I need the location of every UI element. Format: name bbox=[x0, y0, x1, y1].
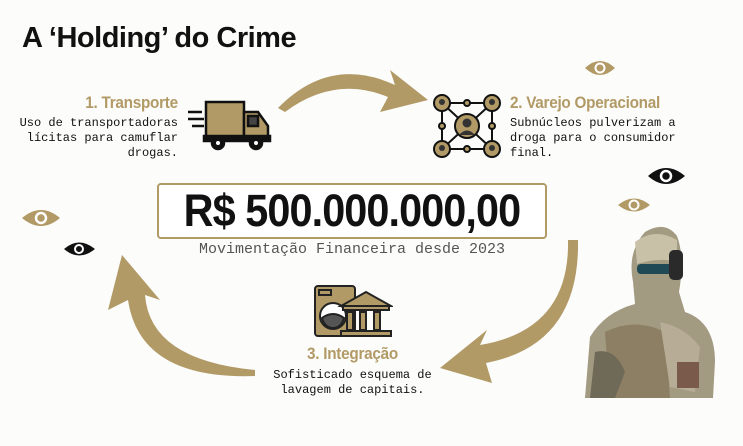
eye-icon bbox=[64, 242, 95, 256]
amount-caption: Movimentação Financeira desde 2023 bbox=[198, 241, 506, 258]
amount-box: R$ 500.000.000,00 bbox=[157, 183, 547, 239]
desc-line: Sofisticado esquema de bbox=[273, 368, 432, 382]
step-integration-title: 3. Integração bbox=[307, 344, 398, 363]
step-retail-description: Subnúcleos pulverizam a droga para o con… bbox=[510, 116, 710, 161]
laundry-bank-icon bbox=[314, 285, 393, 337]
desc-line: Subnúcleos pulverizam a bbox=[510, 116, 676, 130]
desc-line: drogas. bbox=[127, 146, 178, 160]
desc-line: final. bbox=[510, 146, 554, 160]
step-transport-description: Uso de transportadoras lícitas para camu… bbox=[8, 116, 178, 161]
step-integration-description: Sofisticado esquema de lavagem de capita… bbox=[260, 368, 445, 398]
step-transport-title: 1. Transporte bbox=[85, 93, 178, 112]
page-title: A ‘Holding’ do Crime bbox=[22, 22, 297, 54]
desc-line: Uso de transportadoras bbox=[19, 116, 178, 130]
arrow-retail-to-integration bbox=[440, 240, 579, 383]
eye-icon bbox=[618, 198, 650, 212]
arrow-transport-to-retail bbox=[278, 70, 428, 112]
step-retail-title: 2. Varejo Operacional bbox=[510, 93, 660, 112]
amount-value: R$ 500.000.000,00 bbox=[183, 185, 521, 236]
eye-icon bbox=[648, 168, 685, 184]
network-icon bbox=[433, 94, 501, 158]
arrow-integration-to-transport bbox=[108, 255, 255, 377]
desc-line: droga para o consumidor bbox=[510, 131, 676, 145]
desc-line: lavagem de capitais. bbox=[280, 383, 425, 397]
eye-icon bbox=[585, 61, 615, 75]
desc-line: lícitas para camuflar bbox=[26, 131, 178, 145]
truck-icon bbox=[188, 100, 272, 151]
eye-icon bbox=[22, 210, 60, 226]
soldier-image bbox=[585, 226, 715, 398]
